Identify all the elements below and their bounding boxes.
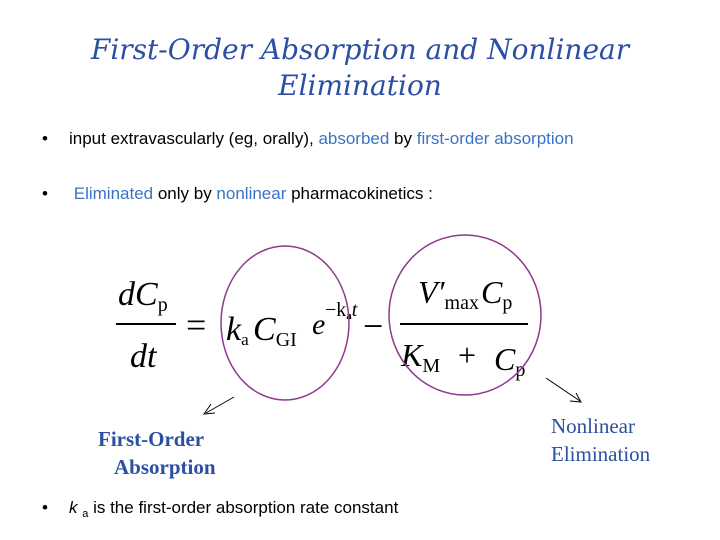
bullet-text: input extravascularly (eg, orally), bbox=[69, 129, 319, 148]
first-order-absorption-label: First-Order Absorption bbox=[98, 427, 216, 479]
slide-title: First-Order Absorption and Nonlinear Eli… bbox=[90, 33, 630, 102]
bullet-item: • Eliminated only by nonlinear pharmacok… bbox=[40, 183, 660, 205]
bullet-text: pharmacokinetics : bbox=[286, 184, 433, 203]
lhs-numerator: dCp bbox=[118, 276, 168, 316]
highlight-absorbed: absorbed bbox=[318, 129, 390, 148]
absorption-circle bbox=[220, 245, 350, 401]
elimination-circle bbox=[388, 234, 542, 396]
bullet-dot: • bbox=[42, 184, 48, 203]
exp-base: e bbox=[312, 308, 325, 341]
footnote-text: is the first-order absorption rate const… bbox=[88, 498, 399, 517]
km-term: KM bbox=[400, 337, 440, 377]
arrow-head-right bbox=[569, 392, 582, 403]
arrow-line-left bbox=[205, 396, 235, 414]
bullet-item: • input extravascularly (eg, orally), ab… bbox=[40, 128, 660, 150]
ka-subscript: a bbox=[82, 508, 89, 520]
nonlinear-elimination-label: Nonlinear Elimination bbox=[551, 414, 651, 466]
bullet-text: by bbox=[389, 129, 417, 148]
highlight-nonlinear: nonlinear bbox=[216, 184, 287, 203]
ka-term: ka bbox=[226, 311, 249, 349]
highlight-first-order: first-order absorption bbox=[416, 129, 574, 148]
cp-term: Cp bbox=[481, 274, 512, 314]
footnote-bullet: • k a is the first-order absorption rate… bbox=[40, 497, 660, 525]
vmax-term: V′max bbox=[418, 274, 479, 314]
exp-power: −kat bbox=[325, 299, 358, 322]
bullet-dot: • bbox=[42, 498, 48, 517]
plus-sign: + bbox=[458, 337, 476, 373]
highlight-eliminated: Eliminated bbox=[73, 184, 154, 203]
bullet-dot: • bbox=[42, 129, 48, 148]
equals-sign: = bbox=[186, 305, 206, 345]
bullet-text: only by bbox=[153, 184, 217, 203]
minus-sign: − bbox=[363, 306, 383, 346]
lhs-denominator: dt bbox=[130, 338, 158, 375]
cp2-term: Cp bbox=[494, 341, 525, 381]
ka-symbol: k bbox=[69, 498, 78, 517]
cgi-term: CGI bbox=[253, 311, 297, 351]
arrow-line-right bbox=[545, 377, 581, 402]
arrow-head-left bbox=[202, 403, 216, 415]
bullet-list: • input extravascularly (eg, orally), ab… bbox=[40, 128, 660, 150]
